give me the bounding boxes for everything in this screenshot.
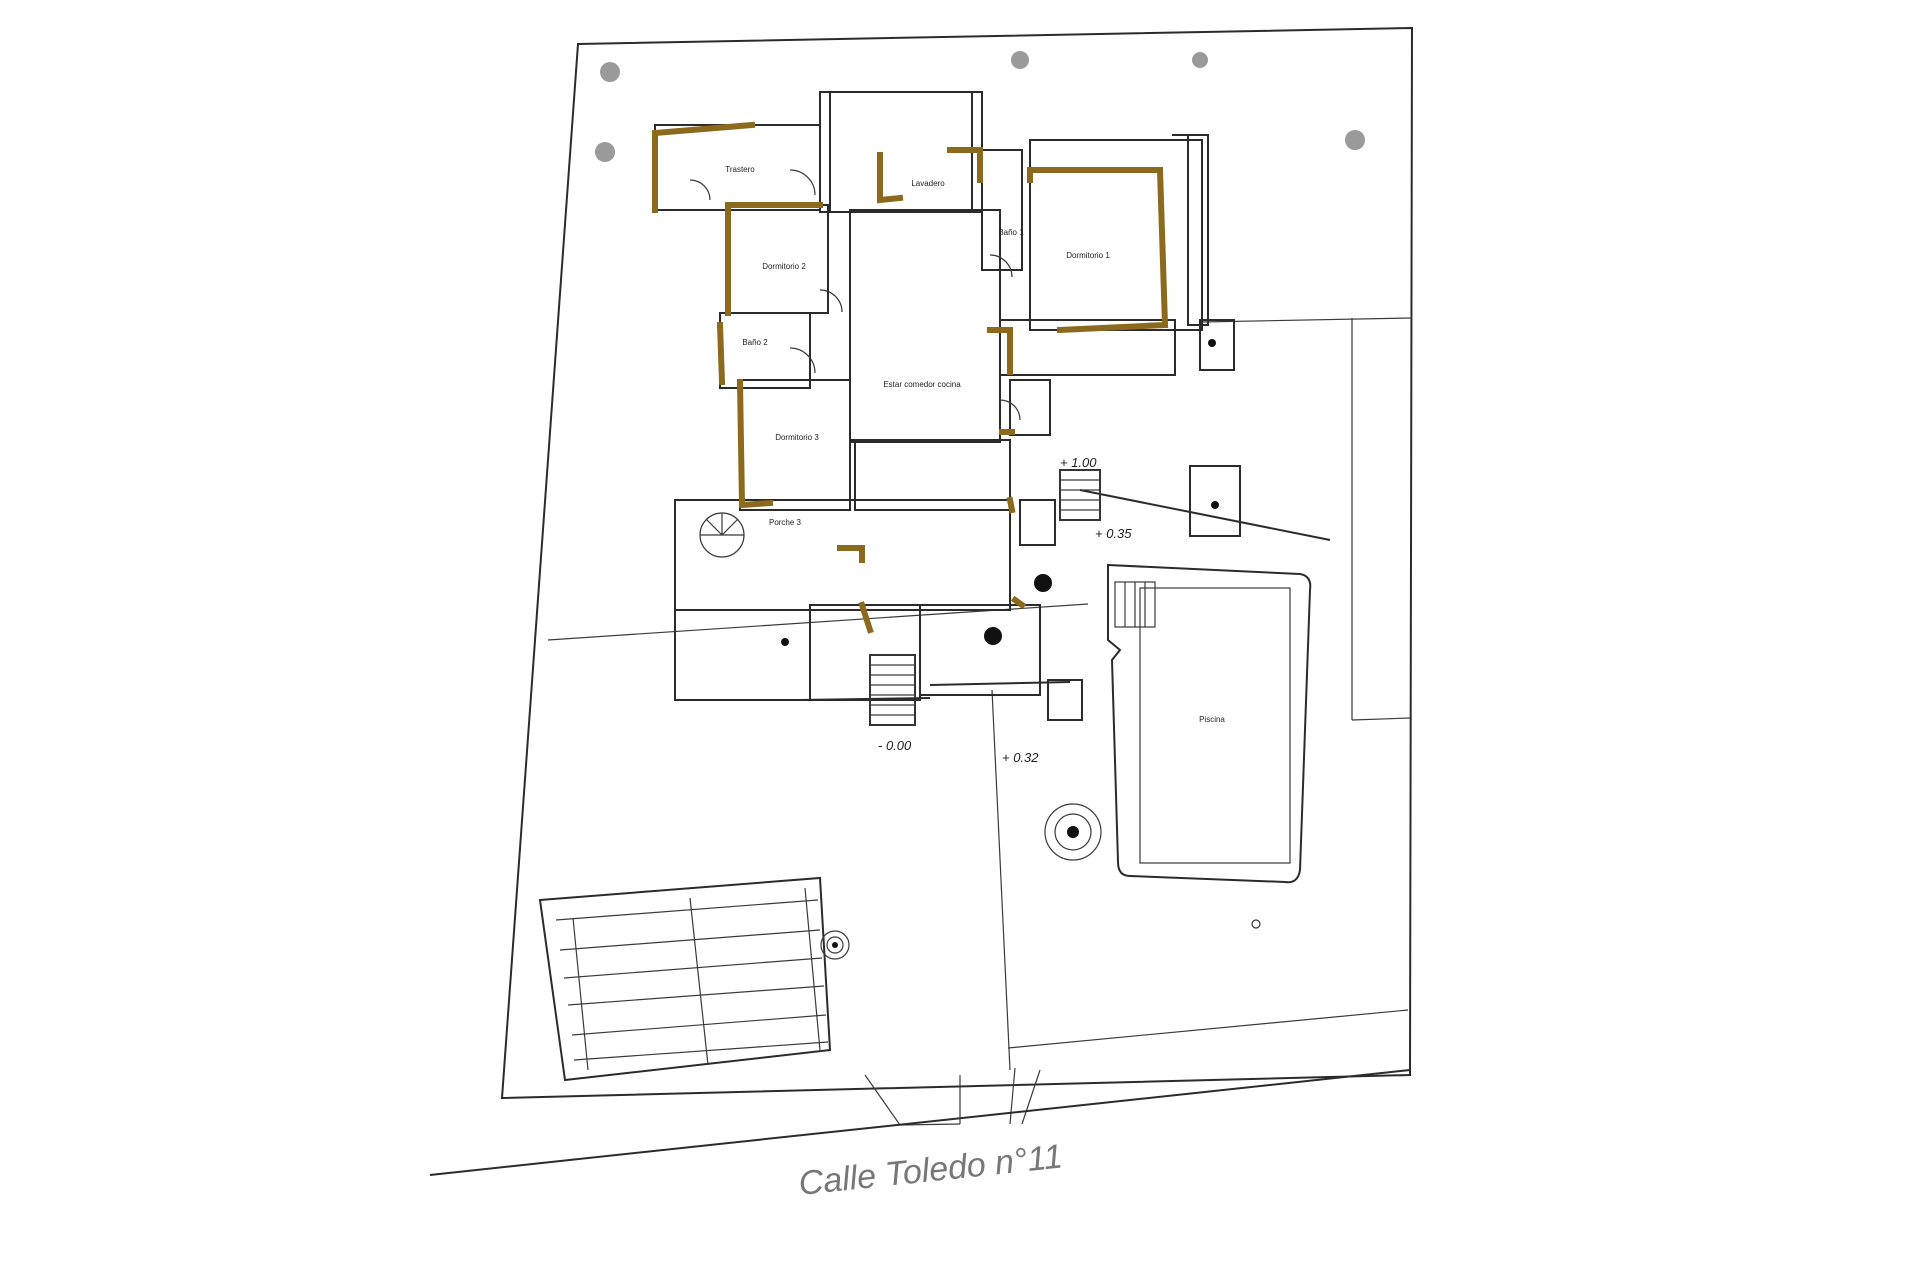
level-label-3: - 0.00 (878, 738, 912, 753)
room-label-dormitorio-3: Dormitorio 3 (775, 433, 819, 442)
room-label-lavadero: Lavadero (911, 179, 945, 188)
drain-icon (1034, 574, 1052, 592)
pergola (538, 876, 832, 1082)
stairs (699, 469, 1156, 726)
plot-boundary (500, 26, 1414, 1100)
room-label-bano-2: Baño 2 (742, 338, 768, 347)
highlighted-walls (652, 121, 1169, 634)
tree-icon (1192, 52, 1208, 68)
level-label-1: + 1.00 (1060, 455, 1097, 470)
drain-icon (781, 638, 789, 646)
street-label: Calle Toledo n°11 (797, 1137, 1065, 1202)
room-label-estar: Estar comedor cocina (883, 380, 961, 389)
stair-steps-icon (1114, 581, 1156, 628)
fixtures (781, 339, 1261, 960)
spiral-stair-icon (699, 512, 745, 558)
well-icon (820, 930, 850, 960)
drain-icon (984, 627, 1002, 645)
entrance (429, 1067, 1411, 1176)
room-label-piscina: Piscina (1199, 715, 1225, 724)
stair-steps-icon (1059, 469, 1101, 521)
room-label-dormitorio-2: Dormitorio 2 (762, 262, 806, 271)
tree-icon (595, 142, 615, 162)
room-label-porche: Porche 3 (769, 518, 802, 527)
doors (689, 169, 1021, 421)
tree-icon (1011, 51, 1029, 69)
tree-icon (1345, 130, 1365, 150)
room-labels: Trastero Lavadero Dormitorio 1 Dormitori… (725, 165, 1225, 724)
lamp-icon (1251, 919, 1261, 929)
fountain-icon (1044, 803, 1102, 861)
room-label-bano-1: Baño 1 (998, 228, 1024, 237)
drain-icon (1211, 501, 1219, 509)
level-labels: + 1.00 + 0.35 - 0.00 + 0.32 (878, 455, 1132, 765)
level-label-2: + 0.35 (1095, 526, 1132, 541)
room-label-trastero: Trastero (725, 165, 755, 174)
room-label-dormitorio-1: Dormitorio 1 (1066, 251, 1110, 260)
drain-icon (1208, 339, 1216, 347)
level-label-4: + 0.32 (1002, 750, 1039, 765)
pool (1107, 563, 1312, 884)
tree-icon (600, 62, 620, 82)
trees (595, 51, 1365, 162)
stair-steps-icon (869, 654, 916, 726)
